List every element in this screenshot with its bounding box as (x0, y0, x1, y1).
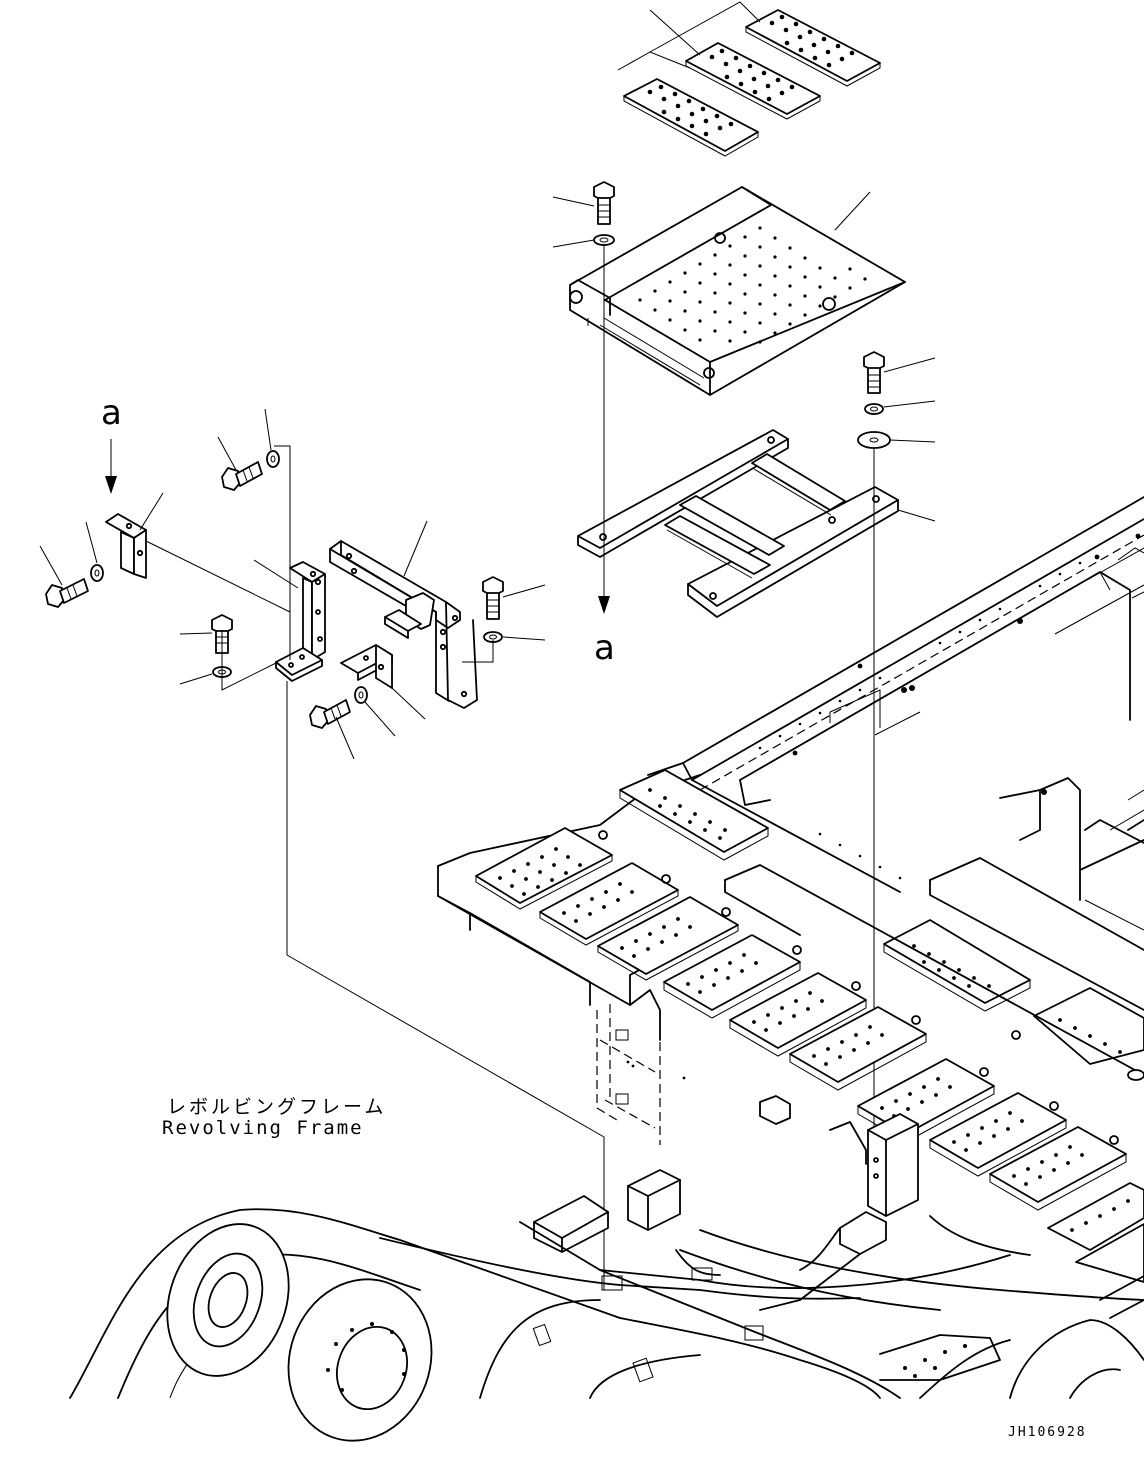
frame-track-outline (69, 1208, 1144, 1442)
frame-post (596, 989, 791, 1145)
upper-left-washer (264, 408, 280, 468)
mid-left-bolt (179, 614, 233, 654)
step-box-washer (552, 234, 615, 248)
small-bracket-bolt (39, 545, 89, 608)
perforated-plate-2 (685, 42, 821, 120)
step-box (569, 186, 906, 396)
right-flat-washer (857, 431, 936, 449)
view-label-a-center: a (594, 628, 615, 668)
tall-bracket (253, 559, 326, 682)
drawing-code: JH106928 (1008, 1425, 1087, 1440)
frame-label-english: Revolving Frame (162, 1117, 364, 1139)
frame-socket-block (759, 1113, 919, 1311)
right-spring-washer (864, 400, 936, 415)
perforated-plates-group (617, 1, 881, 157)
center-washer (483, 631, 546, 643)
frame-step-plates (437, 769, 1144, 1283)
lower-left-bolt (309, 699, 355, 760)
perforated-plate-1 (623, 78, 759, 157)
view-label-a-left: a (101, 393, 122, 433)
angle-bracket (340, 644, 426, 720)
main-bracket (329, 520, 478, 709)
right-bolt (863, 351, 936, 394)
step-box-bolt (552, 181, 615, 225)
lower-left-washer (354, 686, 396, 737)
view-arrow-a-left (105, 439, 117, 494)
frame-lower-block (533, 1169, 681, 1253)
perforated-plate-3 (745, 9, 881, 87)
mid-left-washer (179, 666, 232, 685)
upper-left-bolt (217, 436, 263, 491)
small-bracket-washer (85, 521, 104, 582)
step-support-frame (577, 429, 936, 618)
small-bracket-left (105, 492, 164, 579)
revolving-frame (69, 496, 1144, 1442)
center-bolt (482, 576, 546, 620)
frame-label-japanese: レボルビングフレーム (167, 1096, 387, 1118)
view-arrow-a-center (598, 244, 610, 614)
plates-leader (617, 1, 761, 71)
